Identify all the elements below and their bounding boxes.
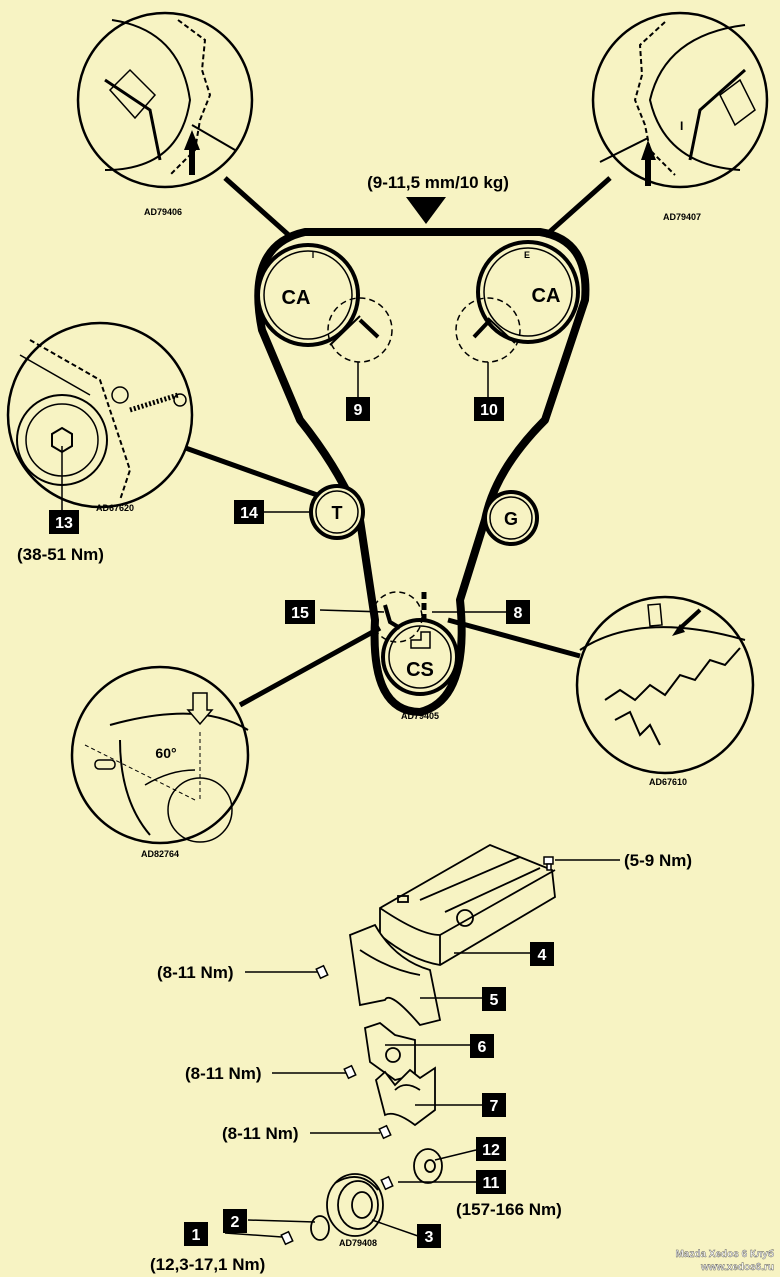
detail-code-top-right: AD79407 [663,212,701,222]
pulley-mark-i: I [312,250,315,260]
torque-cover-bolt: (5-9 Nm) [624,851,692,870]
arrow-icon [672,624,685,636]
timing-belt [254,228,590,716]
svg-text:6: 6 [478,1039,487,1056]
detail-crank-timing-right [575,595,755,775]
pulley-label-ca-exhaust: CA [532,285,561,307]
callout-14: 14 [234,500,264,524]
pulley-label-ca-intake: CA [282,287,311,309]
detail-code-crank-main: AD79405 [401,711,439,721]
svg-text:12: 12 [482,1142,500,1159]
leader-lines [179,176,612,708]
detail-crank-angle: 60° [70,665,250,845]
detail-tensioner-bolt [6,321,194,509]
tensioner-pulley: T [309,484,365,540]
camshaft-pulley-intake: CA I [256,243,393,363]
callout-6: 6 [470,1034,494,1058]
tension-arrow-icon [406,197,446,224]
idler-pulley: G [483,490,539,546]
callout-10: 10 [474,397,504,421]
alignment-arrow-icon [184,130,200,175]
bolt-icons [280,964,394,1246]
timing-cover-lower [374,1066,436,1127]
callout-15: 15 [285,600,315,624]
detail-code-pulley: AD79408 [339,1238,377,1248]
callout-7: 7 [482,1093,506,1117]
pulley-washer [310,1215,330,1241]
torque-bolt-11: (157-166 Nm) [456,1200,562,1219]
svg-text:I: I [680,119,683,133]
watermark: Mazda Xedos 6 Клуб www.xedos6.ru [675,1248,774,1273]
torque-bolt-5: (8-11 Nm) [157,963,234,982]
crankshaft-pulley-exploded [326,1173,384,1237]
pulley-label-t: T [332,503,343,523]
svg-text:3: 3 [425,1229,434,1246]
svg-text:Mazda Xedos 6 Клуб: Mazda Xedos 6 Клуб [675,1248,774,1260]
svg-text:11: 11 [483,1175,500,1192]
svg-text:15: 15 [291,605,309,622]
detail-code-tensioner: AD67620 [96,503,134,513]
svg-text:7: 7 [490,1098,499,1115]
pulley-label-cs: CS [406,659,434,681]
svg-text:5: 5 [490,992,499,1009]
svg-text:4: 4 [538,947,547,964]
detail-code-crank-left: AD82764 [141,849,179,859]
torque-bolt-6: (8-11 Nm) [185,1064,262,1083]
timing-cover-middle [363,1021,416,1081]
cover-bolt-icon [543,856,554,871]
camshaft-pulley-exhaust: CA E [455,240,580,363]
detail-code-crank-right: AD67610 [649,777,687,787]
callout-12: 12 [476,1137,506,1161]
callout-9: 9 [346,397,370,421]
svg-text:14: 14 [240,505,258,522]
callout-2: 2 [223,1209,247,1233]
callout-11: 11 [476,1170,506,1194]
torque-bolt-1: (12,3-17,1 Nm) [150,1255,265,1274]
belt-tension-label: (9-11,5 mm/10 kg) [367,173,509,192]
alignment-arrow-icon [641,140,656,186]
crankshaft-pulley: CS [371,591,459,696]
svg-text:9: 9 [354,402,363,419]
callout-boxes: 1 2 3 4 5 6 7 8 9 10 11 12 13 14 15 [49,397,554,1248]
torque-bolt-7: (8-11 Nm) [222,1124,299,1143]
svg-text:www.xedos6.ru: www.xedos6.ru [700,1262,774,1273]
svg-text:13: 13 [55,515,73,532]
callout-13: 13 [49,510,79,534]
timing-cover-upper [349,923,442,1027]
down-arrow-icon [186,692,214,726]
pulley-mark-e: E [524,250,530,260]
cylinder-head-cover [379,844,556,966]
detail-intake-cam-mark [76,11,254,189]
svg-text:1: 1 [192,1227,201,1244]
svg-text:2: 2 [231,1214,240,1231]
callout-5: 5 [482,987,506,1011]
angle-label: 60° [155,745,176,761]
timing-sprocket-plate [413,1148,443,1184]
svg-text:8: 8 [514,605,523,622]
callout-4: 4 [530,942,554,966]
detail-code-top-left: AD79406 [144,207,182,217]
torque-13: (38-51 Nm) [17,545,104,564]
callout-1: 1 [184,1222,208,1246]
pulley-label-g: G [504,509,518,529]
callout-8: 8 [506,600,530,624]
svg-text:10: 10 [480,402,498,419]
callout-3: 3 [417,1224,441,1248]
detail-exhaust-cam-mark: I [591,11,769,189]
